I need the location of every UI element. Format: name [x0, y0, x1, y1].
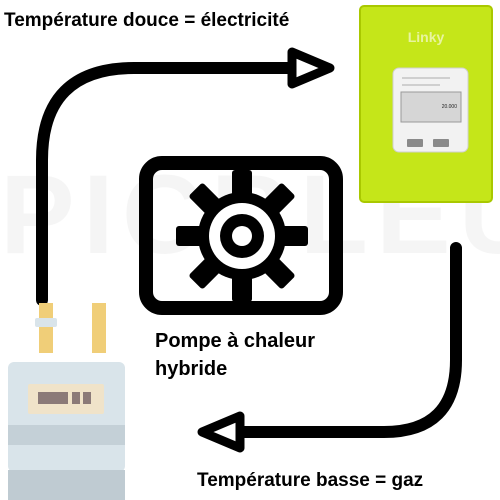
electric-meter-icon: Linky 20.000 — [359, 5, 493, 203]
arrow-left-icon — [197, 242, 462, 453]
label-heat-pump-line2: hybride — [155, 358, 228, 380]
label-gas-condition: Température basse = gaz — [197, 470, 424, 491]
label-electric-condition: Température douce = électricité — [4, 10, 290, 31]
gear-icon — [176, 170, 308, 302]
arrow-right-icon — [36, 47, 335, 306]
gas-meter-icon — [8, 303, 125, 500]
laptop-icon — [139, 156, 343, 315]
linky-brand: Linky — [408, 29, 445, 45]
linky-display-value: 20.000 — [442, 104, 458, 110]
label-heat-pump: Pompe à chaleur hybride — [155, 327, 315, 383]
label-heat-pump-line1: Pompe à chaleur — [155, 330, 316, 352]
